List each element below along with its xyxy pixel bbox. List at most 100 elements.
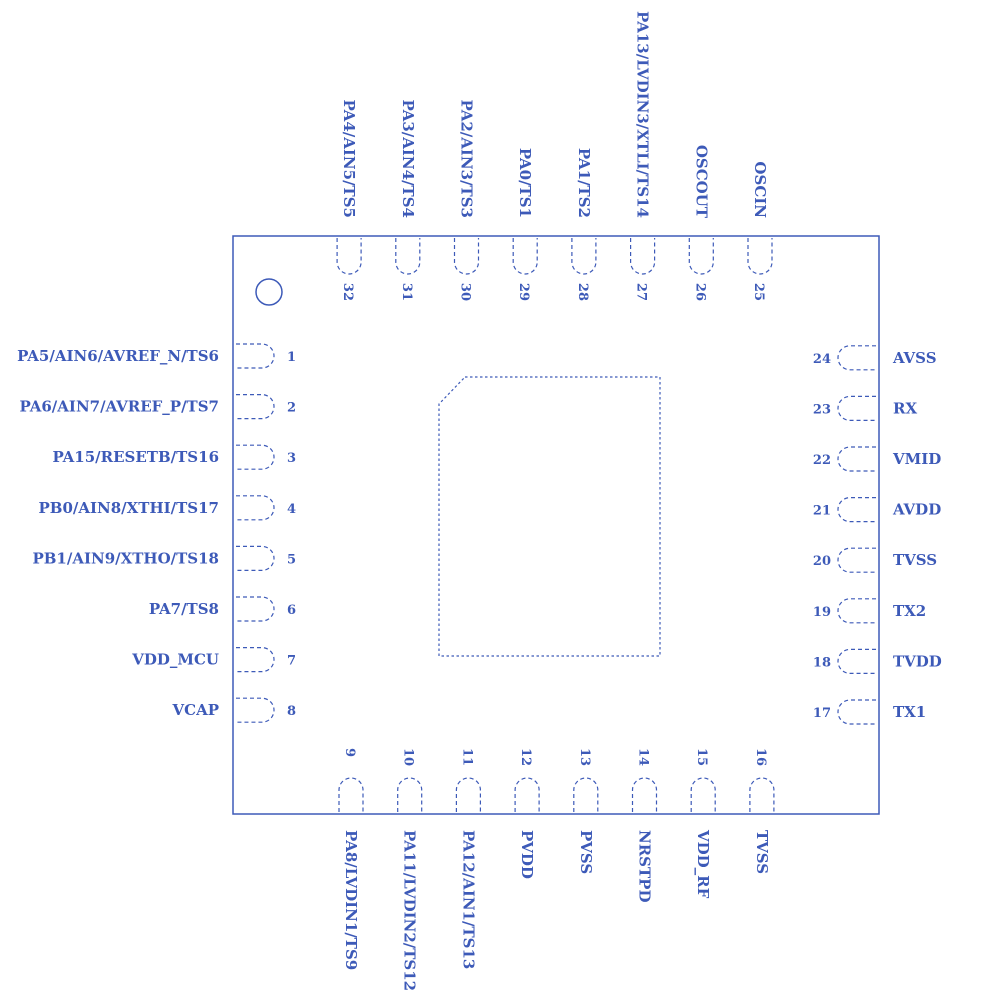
pin-label: OSCIN [751, 161, 769, 218]
pin-number: 18 [813, 655, 831, 670]
pin-number: 3 [287, 451, 296, 466]
pin-pad-left [236, 697, 275, 723]
pin-label: PVDD [518, 830, 536, 879]
pin-label: PA12/AIN1/TS13 [459, 830, 477, 969]
pin-pad-left [236, 495, 275, 521]
pin-label: VDD_MCU [131, 651, 219, 669]
pin-number: 27 [634, 283, 649, 301]
pin-number: 12 [518, 748, 533, 766]
pin-number: 17 [813, 706, 831, 721]
pin-pad-top [395, 238, 421, 275]
pin-number: 14 [636, 748, 651, 766]
pin-number: 31 [399, 283, 414, 301]
pin-pad-left [236, 647, 275, 673]
pin-pad-bottom [455, 777, 481, 812]
pin-number: 15 [694, 748, 709, 766]
pin-label: PB1/AIN9/XTHO/TS18 [32, 549, 219, 567]
pin-label: AVDD [892, 501, 941, 519]
pin-pad-right [837, 395, 876, 421]
pin-pad-left [236, 545, 275, 571]
pin-pad-right [837, 699, 876, 725]
pin-number: 9 [342, 748, 357, 757]
pin-number: 6 [287, 603, 296, 618]
pin-label: TVSS [893, 551, 937, 569]
pin-pad-bottom [514, 777, 540, 812]
pin-pad-top [453, 238, 480, 275]
pin-label: TVSS [753, 830, 771, 874]
pin-label: VCAP [172, 701, 220, 719]
pin-pad-left [236, 444, 275, 470]
pin-pad-right [837, 547, 876, 573]
pin-pad-bottom [690, 777, 716, 812]
pin-label: PA0/TS1 [516, 148, 534, 218]
pin-label: PA8/LVDIN1/TS9 [342, 830, 360, 970]
pin-pad-bottom [573, 777, 599, 812]
pin-number: 32 [340, 283, 355, 301]
pin-label: TVDD [893, 652, 942, 670]
pin-number: 8 [287, 704, 296, 719]
pin-pad-left [236, 596, 275, 622]
pin-pad-top [512, 238, 538, 275]
pin-pad-right [837, 345, 876, 371]
pin-label: PVSS [577, 830, 595, 874]
pin-pad-left [236, 343, 275, 369]
pin-label: PA7/TS8 [149, 600, 219, 618]
pin-pad-bottom [397, 777, 423, 812]
pin-pad-top [688, 238, 714, 275]
pin-number: 28 [575, 283, 590, 301]
pin-pad-top [336, 238, 362, 275]
pin-number: 10 [401, 748, 416, 766]
pin-label: PA15/RESETB/TS16 [52, 448, 219, 466]
pin1-marker-icon [255, 278, 283, 306]
pin-label: OSCOUT [692, 145, 710, 219]
pin-number: 2 [287, 401, 296, 416]
pin-number: 5 [287, 552, 296, 567]
pin-number: 11 [459, 748, 474, 766]
pin-label: VMID [892, 450, 941, 468]
pin-number: 24 [813, 352, 831, 367]
pin-pad-right [837, 446, 876, 472]
pin-label: PA2/AIN3/TS3 [458, 100, 476, 218]
pin-number: 1 [287, 350, 296, 365]
pin-number: 20 [813, 554, 831, 569]
pin-pad-right [837, 598, 876, 624]
pin-label: PB0/AIN8/XTHI/TS17 [39, 499, 220, 517]
pin-pad-bottom [631, 777, 658, 812]
pin-label: AVSS [892, 349, 937, 367]
pin-number: 13 [577, 748, 592, 766]
pin-pad-right [837, 497, 876, 523]
exposed-pad [438, 376, 661, 657]
pin-label: VDD_RF [694, 829, 712, 899]
pin-number: 30 [458, 283, 473, 301]
pin-labels: 1 PA5/AIN6/AVREF_N/TS6 2 PA6/AIN7/AVREF_P/T… [17, 11, 942, 991]
pin-number: 29 [516, 283, 531, 301]
pin-number: 23 [813, 402, 831, 417]
pin-pad-bottom [749, 777, 775, 812]
pin-number: 26 [692, 283, 707, 301]
pin-label: RX [893, 399, 917, 417]
pin-number: 19 [813, 605, 831, 620]
pin-label: PA1/TS2 [575, 148, 593, 218]
pin-pad-right [837, 648, 876, 674]
pin-number: 25 [751, 283, 766, 301]
pin-number: 22 [813, 453, 831, 468]
pin-pad-top [571, 238, 597, 275]
pin-label: PA4/AIN5/TS5 [340, 100, 358, 218]
pin-label: TX2 [893, 602, 926, 620]
pin-label: PA3/AIN4/TS4 [399, 100, 417, 218]
pin-label: NRSTPD [636, 830, 654, 902]
pin-number: 4 [287, 502, 296, 517]
pin-label: PA6/AIN7/AVREF_P/TS7 [20, 398, 219, 416]
pin-label: PA13/LVDIN3/XTLI/TS14 [634, 11, 652, 218]
pin-label: PA5/AIN6/AVREF_N/TS6 [17, 347, 219, 365]
pin-pads [236, 238, 876, 812]
pin-pad-top [630, 238, 656, 275]
pin-label: PA11/LVDIN2/TS12 [401, 830, 419, 991]
pin-pad-top [747, 238, 773, 275]
pin-label: TX1 [893, 703, 926, 721]
pin-number: 16 [753, 748, 768, 766]
pin-number: 21 [813, 504, 831, 519]
pin-pad-bottom [338, 777, 364, 812]
chip-package [232, 235, 880, 815]
